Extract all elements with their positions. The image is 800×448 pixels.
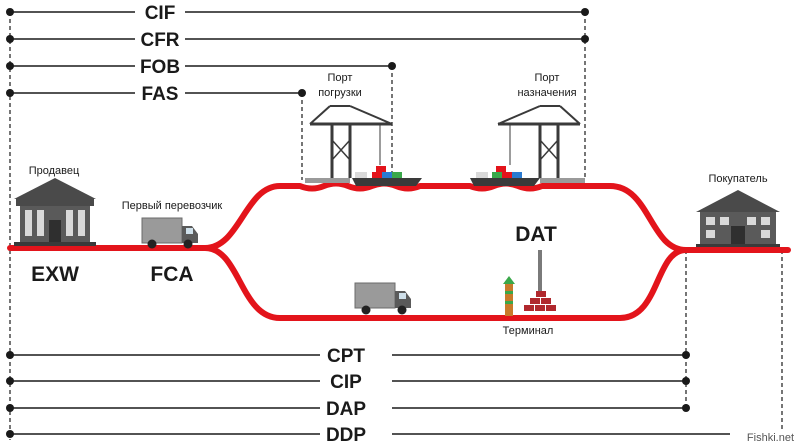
dashed-guides <box>9 12 783 440</box>
seller-label: Продавец <box>29 165 80 177</box>
top-term-lines: CIF CFR FOB FAS <box>6 3 589 105</box>
truck-road-icon <box>354 282 411 315</box>
first-carrier-label: Первый перевозчик <box>122 200 223 212</box>
route <box>7 180 791 321</box>
bottom-term-lines: CPT CIP DAP DDP <box>6 346 730 446</box>
term-cip-label: CIP <box>330 372 362 393</box>
port-dest-label-line1: Порт <box>535 72 560 84</box>
seller-building-icon <box>14 178 96 246</box>
port-loading-label-line1: Порт <box>328 72 353 84</box>
terminal-label: Терминал <box>503 325 554 337</box>
watermark: Fishki.net <box>747 432 794 444</box>
term-cfr-label: CFR <box>140 30 179 51</box>
port-dest-crane-icon <box>497 105 585 183</box>
term-fca-label: FCA <box>150 263 193 286</box>
term-fob-label: FOB <box>140 57 180 78</box>
ship-loading-icon <box>352 166 422 186</box>
term-dat-label: DAT <box>515 223 557 246</box>
ship-dest-icon <box>470 166 540 186</box>
port-dest-label-line2: назначения <box>517 87 576 99</box>
terminal-icon <box>503 250 556 316</box>
buyer-label: Покупатель <box>708 173 767 185</box>
port-loading-label-line2: погрузки <box>318 87 362 99</box>
buyer-building-icon <box>696 190 780 247</box>
term-dap-label: DAP <box>326 399 366 420</box>
term-ddp-label: DDP <box>326 425 366 446</box>
term-cif-label: CIF <box>145 3 176 24</box>
term-exw-label: EXW <box>31 263 79 286</box>
term-fas-label: FAS <box>142 84 179 105</box>
truck-icon <box>141 217 198 249</box>
port-loading-crane-icon <box>305 105 393 183</box>
term-cpt-label: CPT <box>327 346 365 367</box>
